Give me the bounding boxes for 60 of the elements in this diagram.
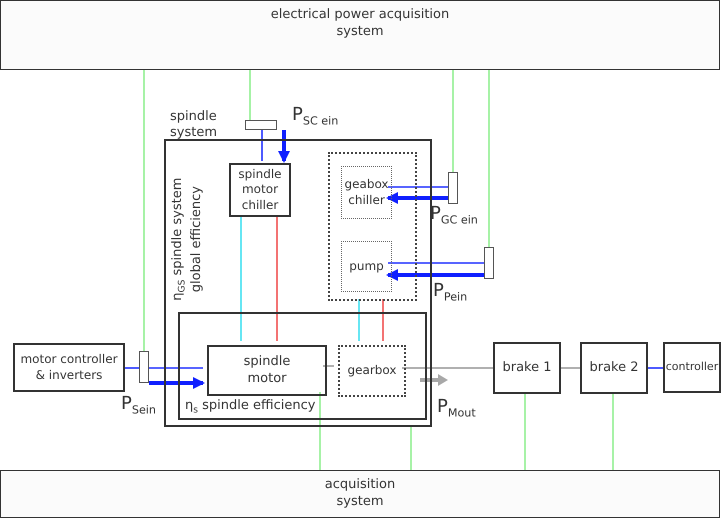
connector-line: [402, 367, 493, 369]
connector-line: [524, 394, 526, 470]
sensor-box: [448, 172, 458, 204]
node-label: gearbox: [348, 363, 396, 379]
connector-line: [125, 367, 139, 369]
component-box: [13, 343, 125, 392]
node-label: brake 2: [589, 360, 639, 376]
connector-line: [386, 192, 448, 204]
node-label: controller: [666, 360, 718, 375]
connector-line: [240, 215, 242, 341]
component-box: [207, 345, 327, 396]
system-band: [0, 0, 720, 70]
node-label: spindle motor chiller: [237, 166, 283, 214]
sensor-box: [484, 247, 494, 279]
node-label: spindle motor: [242, 354, 292, 388]
component-box: [341, 166, 392, 219]
component-box: [178, 312, 427, 420]
system-band: [0, 470, 720, 518]
sensor-box: [139, 351, 149, 383]
connector-line: [561, 367, 580, 369]
component-box: [580, 342, 648, 394]
power-label: P$_{Pein}$: [433, 280, 468, 304]
connector-line: [488, 70, 490, 247]
component-box: [341, 241, 392, 292]
connector-line: [410, 427, 412, 470]
connector-line: [249, 70, 251, 120]
connector-line: [382, 299, 384, 341]
connector-line: [612, 394, 614, 470]
node-label: pump: [349, 258, 384, 274]
power-label: P$_{SC ein}$: [292, 104, 338, 128]
connector-line: [149, 367, 203, 369]
component-box: [493, 342, 561, 394]
sensor-box: [245, 120, 277, 130]
group-heading: spindle system: [170, 109, 218, 142]
component-box: [229, 163, 291, 217]
connector-line: [386, 269, 484, 281]
node-label: acquisition system: [324, 477, 396, 511]
connector-line: [452, 70, 454, 172]
connector-line: [388, 262, 484, 264]
connector-line: [319, 392, 321, 470]
power-label: P$_{Sein}$: [121, 393, 156, 417]
power-label: P$_{GC ein}$: [430, 203, 478, 227]
connector-line: [261, 130, 263, 161]
component-box: [328, 152, 417, 301]
node-label: motor controller & inverters: [19, 352, 119, 384]
connector-line: [388, 186, 448, 188]
connector-line: [149, 377, 205, 389]
node-label: electrical power acquisition system: [270, 7, 450, 41]
connector-line: [143, 70, 145, 351]
connector-line: [648, 367, 663, 369]
connector-line: [278, 130, 290, 163]
component-box: [663, 342, 721, 393]
power-label: P$_{Mout}$: [437, 396, 476, 420]
efficiency-label: η$_{s}$ spindle efficiency: [185, 398, 316, 416]
connector-line: [276, 215, 278, 341]
node-label: brake 1: [502, 360, 552, 376]
connector-line: [323, 365, 334, 367]
connector-line: [358, 299, 360, 341]
component-box: [338, 345, 406, 397]
node-label: geabox chiller: [343, 176, 390, 208]
